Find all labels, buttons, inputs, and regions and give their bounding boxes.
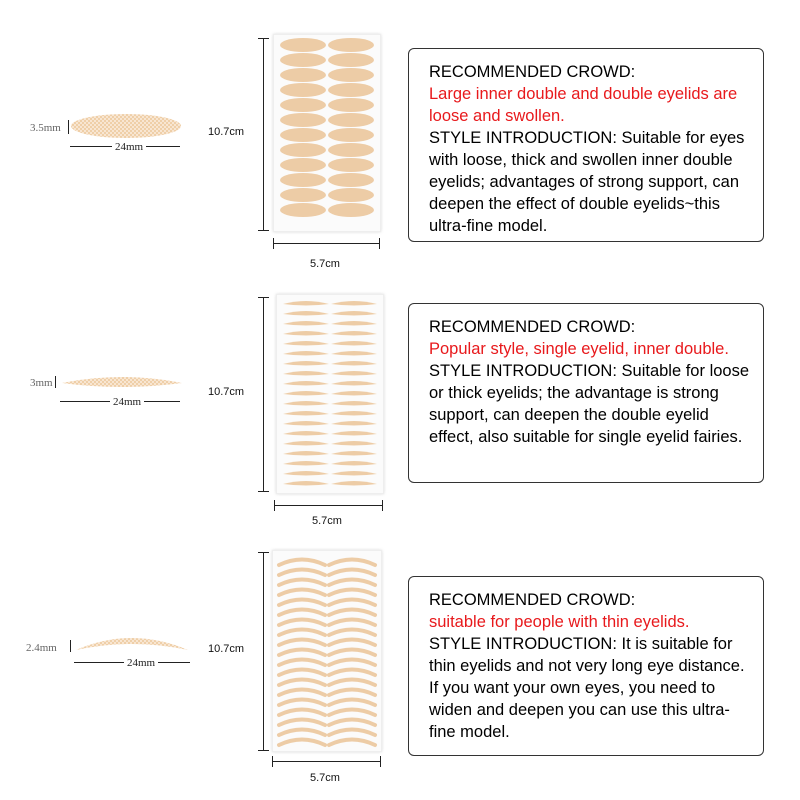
tape-sample-crescent: [62, 377, 182, 387]
sample-width-label: 24mm: [110, 396, 145, 408]
sample-height-marker: [70, 640, 71, 652]
sheet-width-label: 5.7cm: [312, 515, 342, 527]
sample-height-label: 3mm: [30, 377, 53, 389]
description-box: RECOMMENDED CROWD: Large inner double an…: [408, 48, 764, 242]
sample-height-marker: [55, 376, 56, 388]
recommended-crowd-heading: RECOMMENDED CROWD:: [429, 591, 636, 609]
sheet-width-line: [274, 505, 382, 506]
description-box: RECOMMENDED CROWD: Popular style, single…: [408, 303, 764, 483]
recommended-crowd-text: Popular style, single eyelid, inner doub…: [429, 340, 729, 358]
recommended-crowd-text: Large inner double and double eyelids ar…: [429, 85, 738, 125]
sample-width-label: 24mm: [124, 657, 159, 669]
sheet-height-label: 10.7cm: [208, 643, 245, 655]
tape-sheet: [276, 294, 384, 494]
sample-height-label: 3.5mm: [30, 122, 61, 134]
tape-sheet: [272, 550, 382, 752]
sheet-height-line: [263, 552, 264, 750]
style-introduction-text: STYLE INTRODUCTION: Suitable for eyes wi…: [429, 129, 745, 235]
style-introduction-text: STYLE INTRODUCTION: It is suitable for t…: [429, 635, 745, 741]
sheet-width-label: 5.7cm: [310, 772, 340, 784]
tape-sample-oval: [71, 114, 181, 138]
tape-sheet: [273, 34, 381, 232]
sheet-width-line: [272, 761, 380, 762]
style-introduction-text: STYLE INTRODUCTION: Suitable for loose o…: [429, 362, 750, 446]
recommended-crowd-heading: RECOMMENDED CROWD:: [429, 318, 636, 336]
sheet-height-label: 10.7cm: [208, 386, 245, 398]
description-box: RECOMMENDED CROWD: suitable for people w…: [408, 576, 764, 756]
tape-strips: [280, 38, 374, 217]
sample-height-marker: [68, 120, 69, 134]
sheet-height-label: 10.7cm: [208, 126, 245, 138]
sample-height-label: 2.4mm: [26, 642, 57, 654]
sheet-width-label: 5.7cm: [310, 258, 340, 270]
recommended-crowd-heading: RECOMMENDED CROWD:: [429, 63, 636, 81]
sheet-height-line: [263, 297, 264, 491]
tape-strips: [277, 557, 377, 747]
sample-width-label: 24mm: [112, 141, 147, 153]
sheet-height-line: [263, 38, 264, 230]
tape-strips: [283, 301, 377, 486]
tape-sample-arc: [76, 638, 188, 650]
sheet-width-line: [273, 243, 379, 244]
recommended-crowd-text: suitable for people with thin eyelids.: [429, 613, 690, 631]
